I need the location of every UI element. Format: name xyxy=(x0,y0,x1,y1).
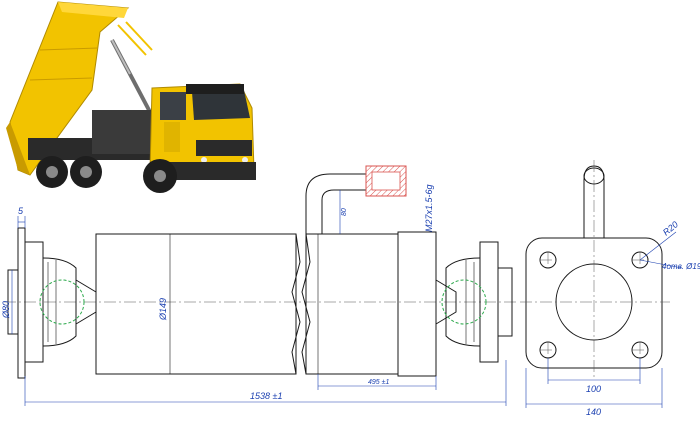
port-offset-label: 80 xyxy=(341,208,348,216)
left-pivot-circle xyxy=(39,279,85,325)
left-end-mount xyxy=(7,227,97,379)
hole-spacing-label: 100 xyxy=(586,384,601,394)
rod-diameter-label: Ø80 xyxy=(1,301,11,319)
flange-thickness-label: 5 xyxy=(18,206,24,216)
cylinder-segment-label: 495 ±1 xyxy=(368,379,389,386)
hydraulic-port xyxy=(305,165,407,234)
right-pivot-circle xyxy=(441,279,487,325)
overall-length-label: 1538 ±1 xyxy=(250,391,282,401)
end-view xyxy=(520,160,683,378)
barrel-diameter-label: Ø149 xyxy=(158,298,168,321)
dimension-lines xyxy=(11,216,663,408)
right-end-mount xyxy=(435,241,513,363)
corner-radius-label: R20 xyxy=(661,219,680,237)
port-thread-label: M27x1.5-6g xyxy=(424,184,434,232)
dump-truck-image xyxy=(6,1,256,193)
flange-width-label: 140 xyxy=(586,407,601,417)
cylinder-barrel xyxy=(95,231,437,377)
bolt-holes-label: 4отв. Ø19 xyxy=(662,262,700,271)
